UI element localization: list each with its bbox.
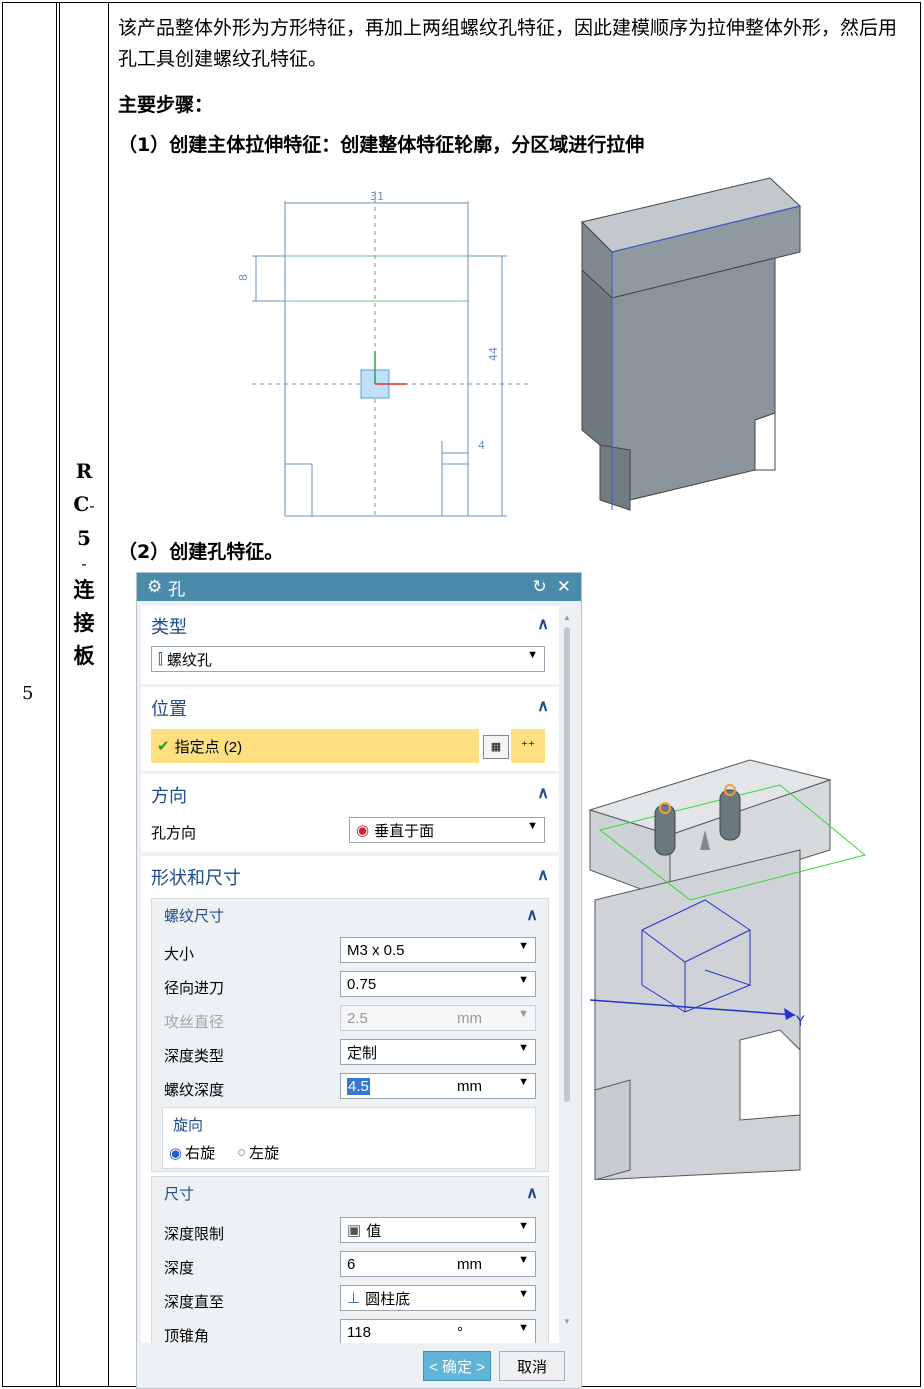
dimensions-title: 尺寸 — [164, 1186, 195, 1203]
thread-depth-label: 螺纹深度 — [164, 1082, 225, 1099]
point-dialog-icon[interactable]: ⁺⁺ — [511, 729, 545, 763]
cylinder-bottom-icon: ⊥ — [347, 1290, 361, 1307]
dimensions-group: 尺寸 ∧ 深度限制 ▣ 值 ▼ 深度 6 mm ▼ 深度直至 ⊥ 圆柱底 ▼ 顶… — [151, 1176, 549, 1353]
position-section: 位置 ∧ ✔ 指定点 (2) ▦ ⁺⁺ — [141, 687, 559, 771]
main-steps-heading: 主要步骤： — [118, 94, 214, 116]
tap-drill-label: 攻丝直径 — [164, 1014, 225, 1031]
scroll-up-icon[interactable]: ▲ — [563, 613, 571, 622]
ok-button[interactable]: < 确定 > — [423, 1351, 491, 1381]
collapse-caret-icon[interactable]: ∧ — [537, 785, 549, 802]
gear-icon: ⚙ — [147, 577, 163, 596]
svg-text:44: 44 — [487, 347, 500, 361]
svg-text:31: 31 — [370, 190, 384, 203]
dialog-titlebar: ⚙ 孔 ↻ ✕ — [137, 573, 581, 601]
dropdown-arrow-icon: ▼ — [518, 1288, 529, 1300]
thread-hole-icon: ⫿ — [158, 650, 163, 668]
depth-input[interactable]: 6 mm ▼ — [340, 1251, 536, 1277]
rotation-group: 旋向 ◉ 右旋 ○ 左旋 — [162, 1107, 536, 1169]
depth-to-select[interactable]: ⊥ 圆柱底 ▼ — [340, 1285, 536, 1311]
dropdown-arrow-icon: ▼ — [518, 1076, 529, 1088]
tip-angle-input[interactable]: 118 ° ▼ — [340, 1319, 536, 1345]
depth-label: 深度 — [164, 1260, 195, 1277]
step1-heading: （1）创建主体拉伸特征：创建整体特征轮廓，分区域进行拉伸 — [118, 134, 645, 156]
thread-size-title: 螺纹尺寸 — [164, 908, 225, 925]
dropdown-arrow-icon: ▼ — [518, 1254, 529, 1266]
specify-point-row[interactable]: ✔ 指定点 (2) — [151, 729, 479, 763]
intro-text: 该产品整体外形为方形特征，再加上两组螺纹孔特征，因此建模顺序为拉伸整体外形，然后… — [118, 17, 898, 70]
direction-section-title: 方向 — [151, 786, 187, 806]
dropdown-arrow-icon: ▼ — [518, 1042, 529, 1054]
row-number: 5 — [22, 683, 34, 704]
dialog-title: 孔 — [168, 579, 186, 599]
direction-section: 方向 ∧ 孔方向 ◉ 垂直于面 ▼ — [141, 774, 559, 852]
type-select[interactable]: ⫿ 螺纹孔 ▼ — [151, 646, 545, 672]
tap-drill-field: 2.5 mm ▼ — [340, 1005, 536, 1031]
collapse-caret-icon[interactable]: ∧ — [537, 616, 549, 633]
shape-section: 形状和尺寸 ∧ 螺纹尺寸 ∧ 大小 M3 x 0.5 ▼ 径向进刀 0.75 ▼… — [141, 856, 559, 1353]
sketch-point-icon[interactable]: ▦ — [483, 735, 509, 759]
model-3d-render — [581, 177, 802, 511]
sketch-drawing: 31 8 44 4 — [237, 190, 532, 517]
svg-text:8: 8 — [237, 274, 250, 281]
scrollbar[interactable]: ▲ ▼ — [563, 613, 571, 1342]
thread-size-group: 螺纹尺寸 ∧ 大小 M3 x 0.5 ▼ 径向进刀 0.75 ▼ 攻丝直径 2.… — [151, 898, 549, 1172]
hole-direction-label: 孔方向 — [151, 825, 197, 842]
dropdown-arrow-icon: ▼ — [518, 1322, 529, 1334]
radio-empty-icon: ○ — [237, 1144, 247, 1161]
dropdown-arrow-icon: ▼ — [518, 1008, 529, 1020]
depth-limit-select[interactable]: ▣ 值 ▼ — [340, 1217, 536, 1243]
collapse-caret-icon[interactable]: ∧ — [537, 698, 549, 715]
radial-engage-select[interactable]: 0.75 ▼ — [340, 971, 536, 997]
type-section: 类型 ∧ ⫿ 螺纹孔 ▼ — [141, 606, 559, 684]
depth-type-select[interactable]: 定制 ▼ — [340, 1039, 536, 1065]
left-hand-radio[interactable]: ○ 左旋 — [237, 1144, 280, 1162]
dialog-footer: < 确定 > 取消 — [137, 1343, 581, 1388]
depth-type-label: 深度类型 — [164, 1048, 225, 1065]
normal-to-face-icon: ◉ — [356, 822, 370, 839]
cancel-button[interactable]: 取消 — [499, 1351, 565, 1381]
radio-selected-icon: ◉ — [169, 1144, 183, 1162]
tip-angle-label: 顶锥角 — [164, 1328, 210, 1345]
check-icon: ✔ — [157, 738, 170, 755]
svg-text:4: 4 — [478, 439, 485, 452]
rotation-title: 旋向 — [173, 1117, 204, 1134]
svg-text:Y: Y — [795, 1014, 805, 1030]
size-label: 大小 — [164, 946, 195, 963]
hole-dialog: ⚙ 孔 ↻ ✕ 类型 ∧ ⫿ 螺纹孔 ▼ 位置 ∧ ✔ 指定点 (2) ▦ ⁺⁺… — [136, 572, 582, 1389]
position-section-title: 位置 — [151, 699, 187, 719]
depth-to-label: 深度直至 — [164, 1294, 225, 1311]
depth-limit-label: 深度限制 — [164, 1226, 225, 1243]
part-code: R C- 5 - 连 接 板 — [73, 459, 95, 668]
hole-direction-select[interactable]: ◉ 垂直于面 ▼ — [349, 817, 545, 843]
shape-section-title: 形状和尺寸 — [151, 868, 241, 888]
close-icon[interactable]: ✕ — [556, 577, 571, 596]
scroll-down-icon[interactable]: ▼ — [563, 1317, 571, 1326]
dropdown-arrow-icon: ▼ — [527, 649, 538, 661]
thread-depth-input[interactable]: 4.5 mm ▼ — [340, 1073, 536, 1099]
dropdown-arrow-icon: ▼ — [527, 820, 538, 832]
hole-preview-scene: Y — [588, 759, 867, 1180]
size-select[interactable]: M3 x 0.5 ▼ — [340, 937, 536, 963]
dropdown-arrow-icon: ▼ — [518, 940, 529, 952]
step2-heading: （2）创建孔特征。 — [118, 541, 284, 563]
value-cube-icon: ▣ — [347, 1222, 362, 1239]
collapse-caret-icon[interactable]: ∧ — [537, 867, 549, 884]
scrollbar-thumb[interactable] — [564, 627, 570, 1102]
dropdown-arrow-icon: ▼ — [518, 974, 529, 986]
dropdown-arrow-icon: ▼ — [518, 1220, 529, 1232]
radial-engage-label: 径向进刀 — [164, 980, 225, 997]
collapse-caret-icon[interactable]: ∧ — [526, 1185, 538, 1202]
collapse-caret-icon[interactable]: ∧ — [526, 907, 538, 924]
right-hand-radio[interactable]: ◉ 右旋 — [169, 1144, 216, 1163]
type-section-title: 类型 — [151, 617, 187, 637]
reset-icon[interactable]: ↻ — [532, 577, 547, 596]
